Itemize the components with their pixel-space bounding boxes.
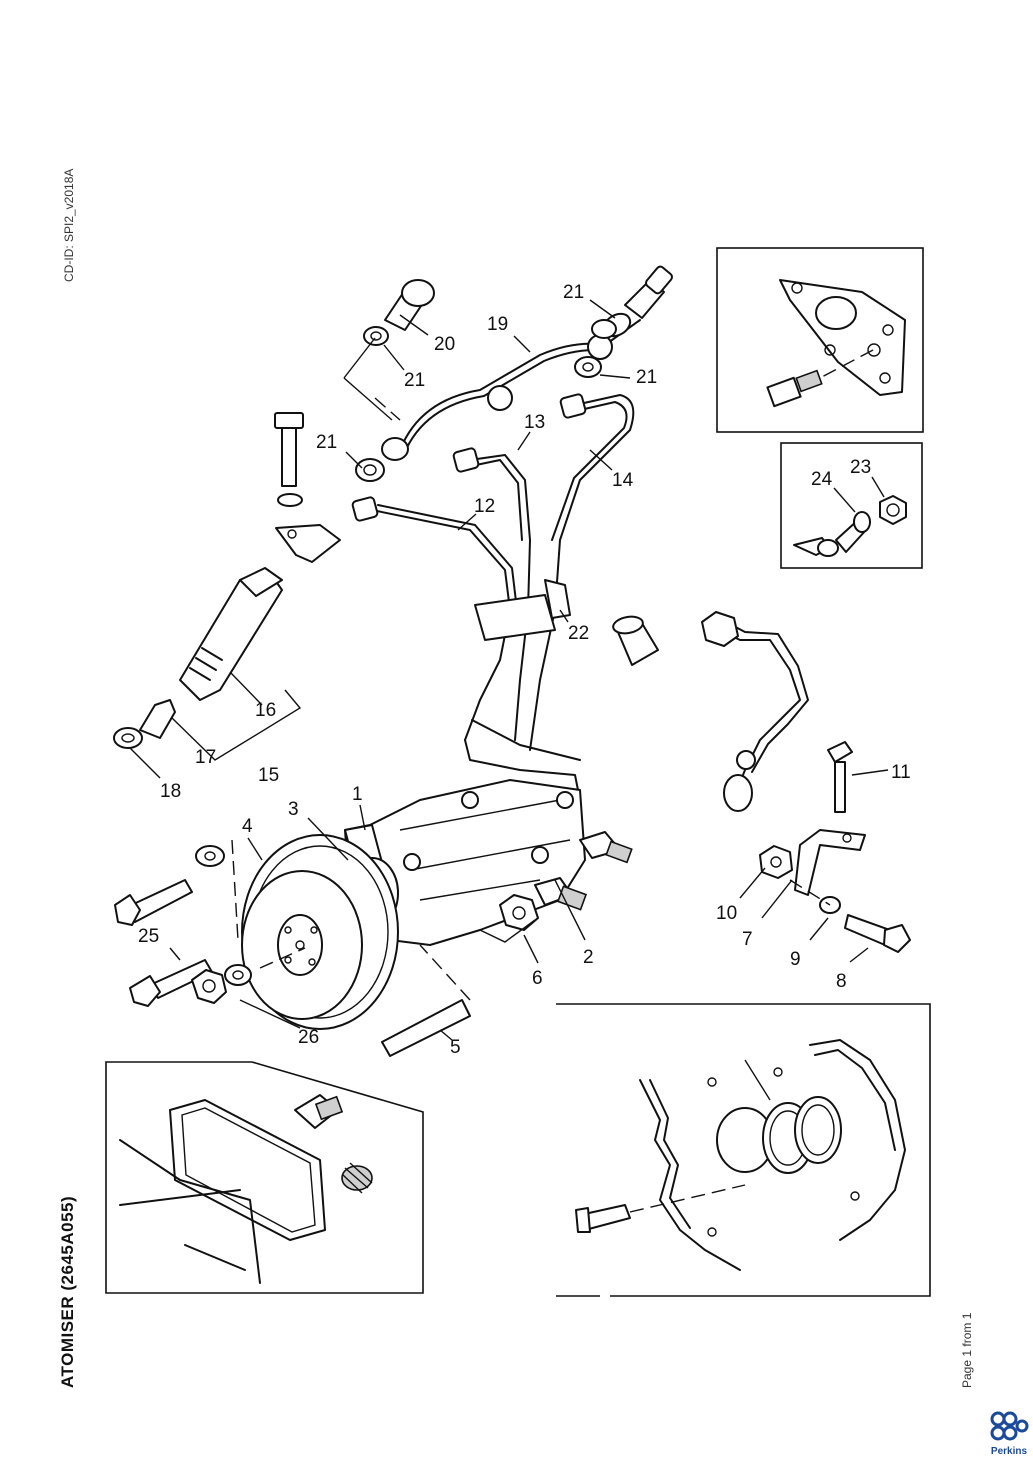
callout-17: 17 bbox=[195, 747, 216, 768]
atomiser-assembly bbox=[113, 412, 341, 779]
callout-3: 3 bbox=[288, 799, 299, 820]
callout-16: 16 bbox=[255, 700, 276, 721]
perkins-logo-icon bbox=[990, 1411, 1029, 1441]
callout-12: 12 bbox=[474, 496, 495, 517]
callout-19: 19 bbox=[487, 314, 508, 335]
callout-21-right: 21 bbox=[636, 367, 657, 388]
inset-gasket-cover bbox=[105, 1061, 424, 1294]
inset-switch-plate bbox=[716, 247, 924, 433]
return-pipe bbox=[612, 611, 809, 812]
inset-timing-case bbox=[556, 1003, 931, 1297]
drive-gear bbox=[241, 834, 399, 1030]
callout-23: 23 bbox=[850, 457, 871, 478]
callout-8: 8 bbox=[836, 971, 847, 992]
callout-24: 24 bbox=[811, 469, 833, 490]
leader-lines bbox=[169, 299, 889, 1041]
callout-numbers: 1 2 3 4 5 6 7 8 9 10 11 12 13 14 15 16 1… bbox=[138, 282, 911, 1058]
callout-10: 10 bbox=[716, 903, 737, 924]
callout-7: 7 bbox=[742, 929, 753, 950]
callout-21-lower: 21 bbox=[316, 432, 337, 453]
banjo-bolt bbox=[384, 279, 435, 331]
callout-22: 22 bbox=[568, 623, 589, 644]
callout-21-top: 21 bbox=[563, 282, 584, 303]
stud bbox=[381, 944, 471, 1057]
callout-21-left: 21 bbox=[404, 370, 425, 391]
mounting-bracket bbox=[759, 741, 911, 953]
injection-pipes bbox=[351, 265, 673, 801]
callout-15: 15 bbox=[258, 765, 279, 786]
callout-14: 14 bbox=[612, 470, 634, 491]
callout-11: 11 bbox=[891, 762, 911, 783]
sealing-washers bbox=[355, 319, 617, 482]
callout-2: 2 bbox=[583, 947, 594, 968]
callout-13: 13 bbox=[524, 412, 545, 433]
callout-20: 20 bbox=[434, 334, 455, 355]
brand-name: Perkins bbox=[990, 1446, 1028, 1457]
callout-25: 25 bbox=[138, 926, 159, 947]
perkins-logo: Perkins bbox=[988, 1410, 1030, 1457]
callout-6: 6 bbox=[532, 968, 543, 989]
callout-5: 5 bbox=[450, 1037, 461, 1058]
callout-18: 18 bbox=[160, 781, 181, 802]
callout-1: 1 bbox=[352, 784, 363, 805]
inset-fitting: 23 24 bbox=[780, 442, 923, 569]
gear-bolts bbox=[114, 839, 306, 1007]
callout-9: 9 bbox=[790, 949, 801, 970]
callout-4: 4 bbox=[242, 816, 253, 837]
callout-26: 26 bbox=[298, 1027, 319, 1048]
